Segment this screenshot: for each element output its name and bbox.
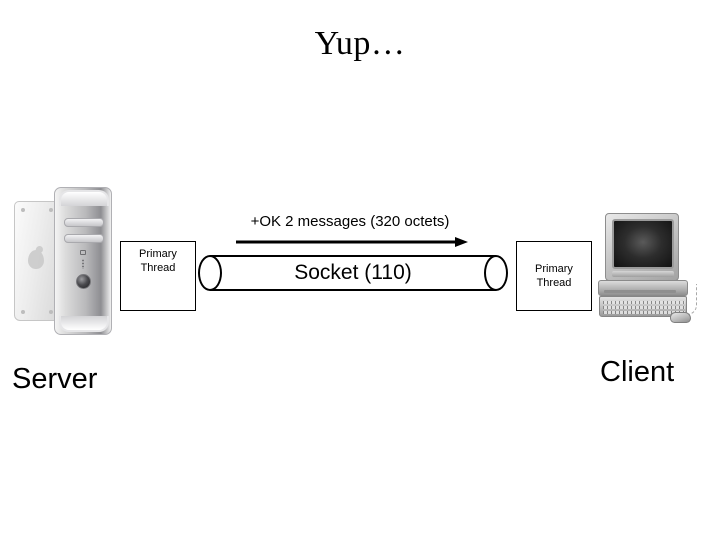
pipe-cap-left: [198, 255, 222, 291]
server-thread-label-line2: Thread: [140, 262, 176, 274]
crt-desktop-computer-icon: [596, 213, 700, 325]
power-button-icon: [76, 274, 91, 289]
tower-drive-bay: [64, 234, 104, 243]
tower-screw: [21, 208, 25, 212]
tower-vent-dots: [82, 259, 84, 269]
page-title: Yup…: [314, 25, 406, 62]
pipe-body: [210, 255, 496, 291]
tower-screw: [49, 310, 53, 314]
keyboard-row: [603, 306, 685, 309]
crt-monitor-chin: [612, 271, 674, 277]
arrow-right-icon: [236, 237, 468, 247]
server-thread-label-line1: Primary: [139, 248, 177, 260]
mouse-icon: [670, 312, 691, 323]
crt-screen: [612, 219, 674, 269]
client-thread-label-line2: Thread: [536, 277, 572, 289]
client-caption: Client: [600, 356, 675, 388]
client-primary-thread-box: Primary Thread: [516, 241, 592, 311]
cylinder-pipe-icon: Socket (110): [198, 255, 508, 291]
tower-handle-bottom: [59, 316, 109, 332]
server-caption: Server: [12, 363, 98, 395]
desktop-tower-icon: [14, 187, 118, 335]
keyboard-row: [603, 301, 685, 304]
server-primary-thread-box: Primary Thread: [120, 241, 196, 311]
message-label: +OK 2 messages (320 octets): [250, 213, 450, 230]
tower-front-panel: [54, 187, 112, 335]
tower-handle-top: [59, 190, 109, 206]
tower-screw: [21, 310, 25, 314]
tower-side-panel: [14, 201, 60, 321]
pipe-cap-right: [484, 255, 508, 291]
tower-drive-bay: [64, 218, 104, 227]
keyboard-row: [603, 311, 685, 314]
computer-case: [598, 280, 688, 296]
floppy-drive-slot: [604, 290, 676, 293]
client-thread-label-line1: Primary: [535, 263, 573, 275]
tower-screw: [49, 208, 53, 212]
socket-label: Socket (110): [294, 261, 412, 284]
crt-monitor: [605, 213, 679, 281]
apple-logo-icon: [28, 250, 44, 269]
tower-status-led-icon: [80, 250, 86, 255]
keyboard-icon: [599, 296, 687, 317]
